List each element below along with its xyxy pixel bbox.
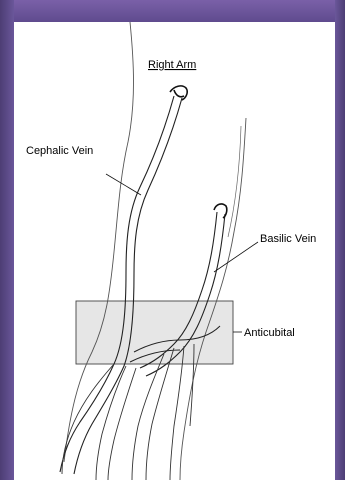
slide-top-band — [0, 0, 345, 22]
cephalic-vein-end — [170, 86, 187, 100]
forearm-vein-4 — [132, 354, 164, 480]
cephalic-vein-label: Cephalic Vein — [26, 145, 93, 157]
forearm-vein-2 — [96, 366, 126, 480]
forearm-vein-3 — [108, 368, 136, 480]
arm-outline-right-2 — [228, 126, 241, 237]
forearm-vein-6 — [170, 346, 184, 480]
cephalic-leader-line — [106, 174, 141, 195]
slide-frame-right — [335, 0, 345, 480]
arm-outline-left — [64, 22, 134, 462]
arm-vein-drawing: Right Arm Cephalic Vein Basilic Vein Ant… — [14, 22, 335, 480]
anticubital-label: Anticubital — [244, 327, 295, 339]
diagram-title: Right Arm — [148, 59, 196, 71]
basilic-vein-end — [214, 204, 227, 218]
basilic-vein-label: Basilic Vein — [260, 233, 316, 245]
slide-frame-left — [0, 0, 14, 480]
diagram-sheet: Right Arm Cephalic Vein Basilic Vein Ant… — [14, 22, 335, 480]
